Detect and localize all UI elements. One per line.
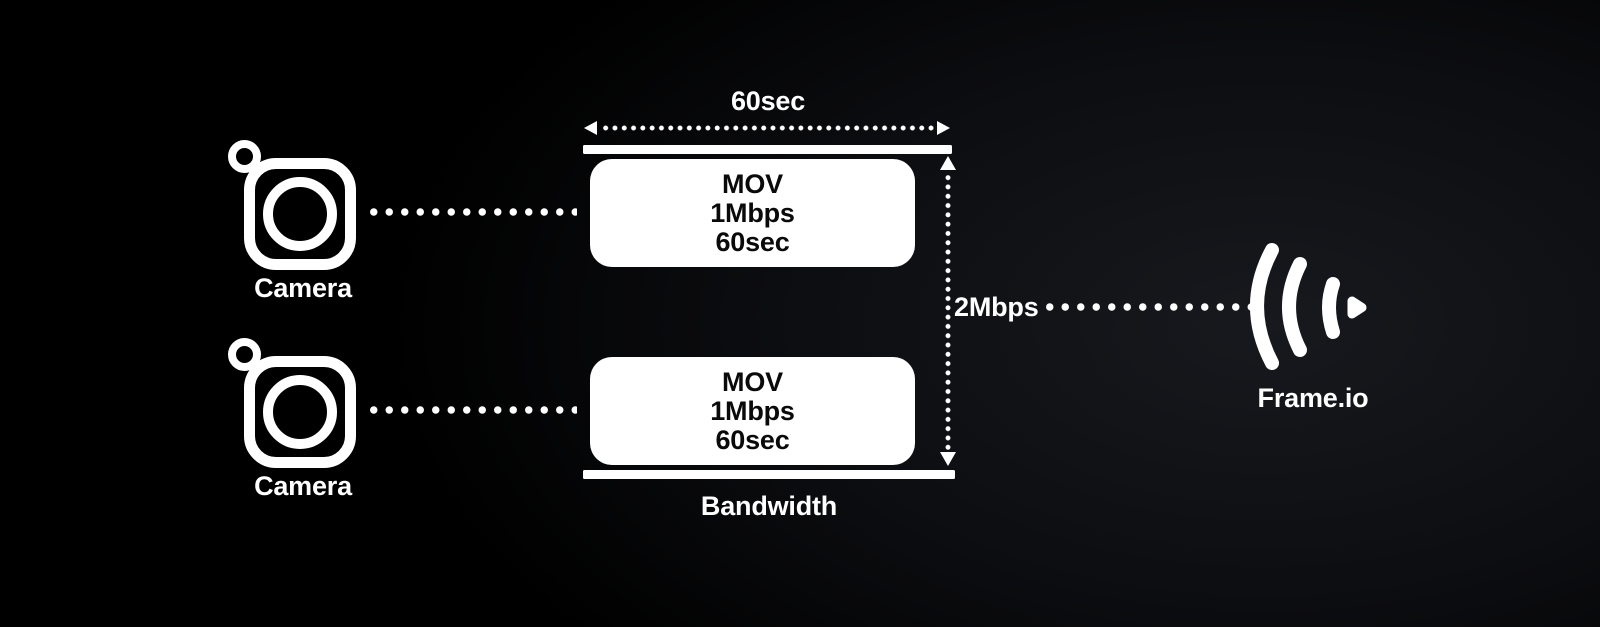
camera-label-2: Camera bbox=[254, 471, 352, 501]
camera-label-1: Camera bbox=[254, 273, 352, 303]
camera-source-2 bbox=[228, 338, 358, 468]
bandwidth-axis-label: Bandwidth bbox=[700, 491, 838, 521]
camera-source-1 bbox=[228, 140, 358, 270]
frameio-label: Frame.io bbox=[1257, 383, 1369, 413]
camera-knob-icon bbox=[228, 140, 261, 173]
camera-lens-icon bbox=[263, 375, 337, 449]
signal-arc-small bbox=[1322, 277, 1340, 339]
stream-duration: 60sec bbox=[715, 226, 790, 257]
duration-label: 60sec bbox=[730, 86, 806, 116]
timeline-bar-top bbox=[583, 145, 952, 154]
arrowhead-left-icon bbox=[584, 121, 597, 135]
arrowhead-down-icon bbox=[940, 452, 956, 466]
frameio-signal-icon bbox=[1250, 243, 1367, 370]
signal-point bbox=[1347, 296, 1367, 319]
stream-format: MOV bbox=[722, 366, 783, 397]
signal-arc-medium bbox=[1282, 257, 1307, 357]
stream-bitrate: 1Mbps bbox=[710, 395, 795, 426]
bandwidth-dotted-line bbox=[945, 173, 951, 452]
stream-bitrate: 1Mbps bbox=[710, 197, 795, 228]
camera-body-icon bbox=[244, 158, 356, 270]
stream-format: MOV bbox=[722, 168, 783, 199]
arrowhead-up-icon bbox=[940, 156, 956, 170]
stream-duration: 60sec bbox=[715, 424, 790, 455]
camera-body-icon bbox=[244, 356, 356, 468]
camera-1-link-dots bbox=[366, 208, 577, 216]
camera-knob-icon bbox=[228, 338, 261, 371]
stream-box-1: MOV 1Mbps 60sec bbox=[590, 159, 915, 267]
upload-link-dots bbox=[1042, 303, 1256, 311]
duration-dotted-line bbox=[601, 125, 936, 131]
timeline-bar-bottom bbox=[583, 470, 955, 479]
camera-2-link-dots bbox=[366, 406, 577, 414]
signal-arc-large bbox=[1250, 243, 1279, 370]
camera-lens-icon bbox=[263, 177, 337, 251]
stream-box-2: MOV 1Mbps 60sec bbox=[590, 357, 915, 465]
bandwidth-total-label: 2Mbps bbox=[954, 292, 1039, 322]
arrowhead-right-icon bbox=[937, 121, 950, 135]
